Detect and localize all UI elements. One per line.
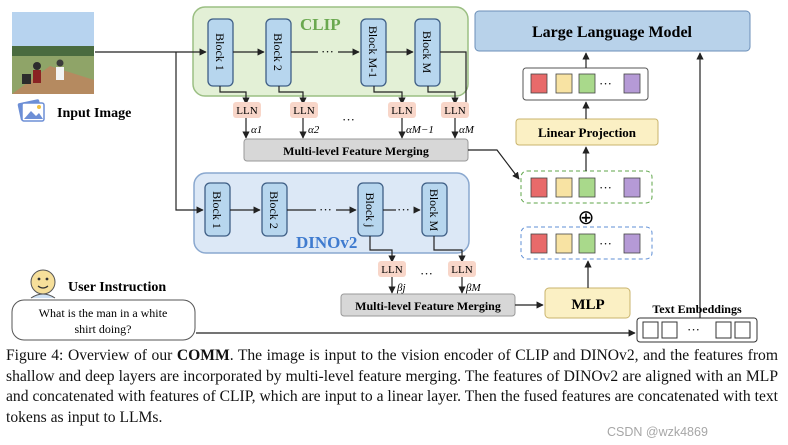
clip-feature-token-4 [623,177,641,198]
text-embeddings-label: Text Embeddings [652,302,742,316]
concat-oplus: ⊕ [578,207,595,229]
svg-text:shirt doing?: shirt doing? [75,322,132,336]
llm-box: Large Language Model [474,10,751,52]
dino-block-2: Block 2 [261,182,288,237]
llm-input-token-3 [578,73,596,94]
dino-ellipsis-2: ··· [397,202,410,217]
svg-text:Block j: Block j [363,193,377,228]
alpha-1: α1 [251,124,262,136]
dino-feature-token-ellipsis: ··· [599,236,612,251]
dino-block-1: Block 1 [204,182,231,237]
clip-block-1: Block 1 [207,18,234,87]
svg-text:Linear Projection: Linear Projection [538,125,637,140]
text-embedding-tokens [636,317,758,343]
dino-lln-m: LLN [448,261,476,277]
svg-text:Block 2: Block 2 [271,33,285,71]
dino-block-j: Block j [357,182,384,237]
llm-input-token-ellipsis: ··· [599,76,612,91]
svg-text:LLN: LLN [391,105,412,117]
dino-feature-token-3 [578,233,596,254]
dino-block-m: Block M [421,182,448,237]
input-image [12,12,94,94]
user-avatar-icon [30,269,56,299]
watermark: CSDN @wzk4869 [607,425,708,439]
dino-feature-token-4 [623,233,641,254]
clip-lln-m: LLN [441,102,469,118]
user-instruction-label: User Instruction [68,280,166,295]
svg-text:Block 1: Block 1 [213,33,227,71]
dino-lln-j: LLN [378,261,406,277]
alpha-2: α2 [308,124,320,136]
llm-input-token-2 [555,73,573,94]
svg-text:LLN: LLN [293,105,314,117]
svg-text:Multi-level Feature Merging: Multi-level Feature Merging [355,299,501,313]
llm-input-token-4 [623,73,641,94]
clip-lln-ellipsis: ··· [342,112,355,127]
svg-text:Block 2: Block 2 [267,191,281,229]
dino-lln-arrows [369,236,466,294]
text-embedding-ellipsis: ··· [687,322,700,337]
beta-m: βM [465,282,481,294]
clip-block-m-1: Block M-1 [360,18,387,87]
dino-feature-token-1 [530,233,548,254]
svg-text:Block M: Block M [427,189,441,232]
svg-text:Large Language Model: Large Language Model [532,24,693,41]
input-image-label: Input Image [57,106,131,121]
instruction-bubble: What is the man in a white shirt doing? [11,299,196,341]
figure-caption: Figure 4: Overview of our COMM. The imag… [6,347,778,426]
clip-lln-arrows [219,51,467,139]
dino-feature-merging: Multi-level Feature Merging [340,293,516,317]
svg-text:LLN: LLN [444,105,465,117]
clip-title: CLIP [300,15,341,34]
alpha-m-1: αM−1 [406,124,434,136]
clip-feature-merging: Multi-level Feature Merging [243,138,469,162]
picture-icon [17,99,45,122]
linear-projection-box: Linear Projection [515,118,659,146]
clip-feature-token-2 [555,177,573,198]
dino-lln-ellipsis: ··· [420,266,433,281]
dino-ellipsis-1: ··· [319,202,332,217]
right-arrows [468,52,704,318]
beta-j: βj [396,282,406,294]
svg-text:LLN: LLN [236,105,257,117]
token-rows: ··· ··· ··· [530,73,641,254]
clip-ellipsis: ··· [321,44,334,59]
dino-title: DINOv2 [296,233,357,252]
svg-text:Multi-level Feature Merging: Multi-level Feature Merging [283,144,429,158]
clip-feature-token-1 [530,177,548,198]
clip-block-2: Block 2 [265,18,292,87]
svg-text:LLN: LLN [451,264,472,276]
clip-feature-token-3 [578,177,596,198]
clip-feature-token-ellipsis: ··· [599,180,612,195]
svg-text:What is the man in a white: What is the man in a white [39,306,168,320]
llm-input-token-1 [530,73,548,94]
svg-text:Block M: Block M [420,31,434,74]
clip-lln-m-1: LLN [388,102,416,118]
svg-text:Block M-1: Block M-1 [366,26,380,78]
svg-text:LLN: LLN [381,264,402,276]
architecture-diagram: Input Image CLIP Block 1 Block 2 Block M… [11,6,758,343]
svg-text:MLP: MLP [571,297,604,313]
alpha-m: αM [459,124,475,136]
clip-lln-1: LLN [233,102,261,118]
dino-flow-arrows [175,52,421,214]
clip-block-m: Block M [414,18,441,87]
mlp-box: MLP [544,287,631,319]
svg-text:Block 1: Block 1 [210,191,224,229]
dino-feature-token-2 [555,233,573,254]
clip-lln-2: LLN [290,102,318,118]
